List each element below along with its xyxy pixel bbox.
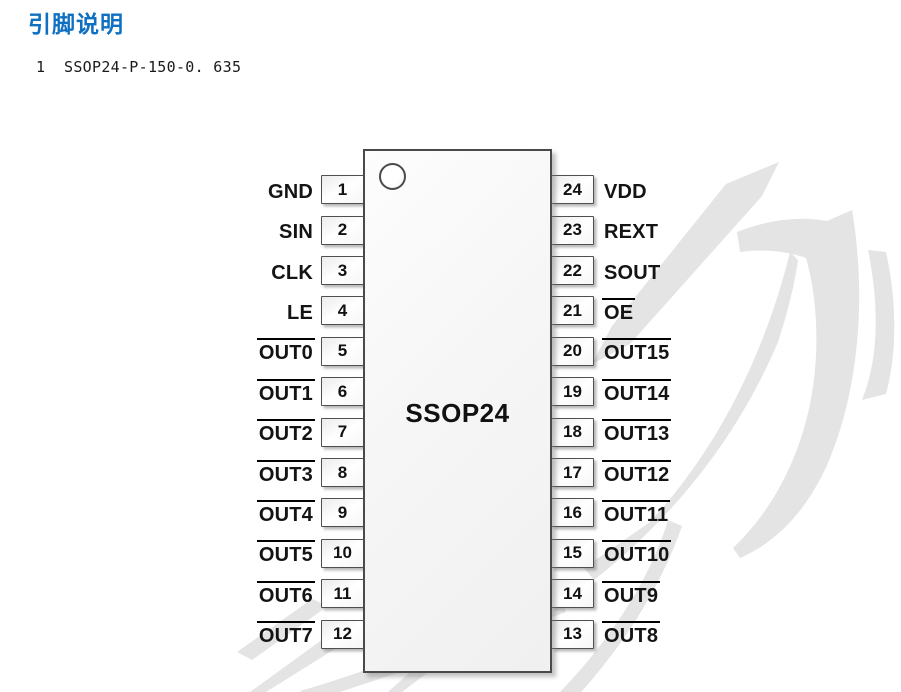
pin-name-label: OE xyxy=(602,297,636,324)
pin-row: OUT3 8 xyxy=(0,452,364,492)
pin-number-box: 7 xyxy=(321,417,364,447)
pin-row: OUT7 12 xyxy=(0,614,364,654)
pin-row: LE 4 xyxy=(0,291,364,331)
pin-row: OUT6 11 xyxy=(0,574,364,614)
chip-package-label: SSOP24 xyxy=(405,398,510,428)
pin-number-box: 4 xyxy=(321,296,364,326)
pin-name-label: OUT3 xyxy=(256,459,315,486)
pin-name-label: OUT13 xyxy=(602,419,672,445)
pin-name-label: OUT10 xyxy=(602,540,672,566)
pin-column-right: 24 VDD 23 REXT 22 SOUT 21 OE 20 OUT15 xyxy=(551,170,901,655)
pin-row: OUT2 7 xyxy=(0,412,364,452)
pin-column-left: GND 1 SIN 2 CLK 3 LE 4 OUT0 5 xyxy=(0,170,364,655)
pin-name-label: VDD xyxy=(604,180,647,203)
pin-number-box: 3 xyxy=(321,256,364,286)
pin-number-box: 5 xyxy=(321,336,364,366)
pin-name-label: SIN xyxy=(279,221,313,244)
pin-row: CLK 3 xyxy=(0,250,364,290)
pin-number-box: 21 xyxy=(551,296,594,326)
pin-name-label: CLK xyxy=(271,261,313,284)
pin-name-label: OUT4 xyxy=(256,499,315,526)
pin-row: OUT4 9 xyxy=(0,493,364,533)
pin-row: 24 VDD xyxy=(551,170,901,210)
pin-row: 22 SOUT xyxy=(551,250,901,290)
pin-number-box: 23 xyxy=(551,215,594,245)
pin-number-box: 11 xyxy=(321,579,364,609)
pin-number-box: 20 xyxy=(551,336,594,366)
pin-name-label: OUT8 xyxy=(602,621,661,647)
pin-row: SIN 2 xyxy=(0,210,364,250)
pin-row: 14 OUT9 xyxy=(551,574,901,614)
pin-name-label: OUT12 xyxy=(602,459,672,486)
pin-row: 16 OUT11 xyxy=(551,493,901,533)
pin-number-box: 10 xyxy=(321,538,364,568)
pin-name-label: OUT14 xyxy=(602,378,672,405)
pin-row: OUT1 6 xyxy=(0,372,364,412)
pin-row: OUT5 10 xyxy=(0,533,364,573)
pin-name-label: OUT1 xyxy=(256,378,315,405)
pin-name-label: OUT11 xyxy=(602,499,671,526)
pin-name-label: REXT xyxy=(604,221,659,244)
pin-row: 23 REXT xyxy=(551,210,901,250)
pin-number-box: 12 xyxy=(321,619,364,649)
pin-number-box: 17 xyxy=(551,458,594,488)
pin-row: OUT0 5 xyxy=(0,331,364,371)
pin-number-box: 8 xyxy=(321,458,364,488)
package-spec-text: 1 SSOP24-P-150-0. 635 xyxy=(36,58,242,76)
pin-number-box: 19 xyxy=(551,377,594,407)
pin-name-label: OUT5 xyxy=(256,540,315,566)
page-title: 引脚说明 xyxy=(28,11,124,37)
pin-row: 21 OE xyxy=(551,291,901,331)
pin-name-label: OUT15 xyxy=(602,338,672,364)
pin-number-box: 24 xyxy=(551,175,594,205)
pin-number-box: 9 xyxy=(321,498,364,528)
pin-number-box: 16 xyxy=(551,498,594,528)
pin-name-label: OUT9 xyxy=(602,580,661,607)
pin-number-box: 14 xyxy=(551,579,594,609)
pin-name-label: OUT7 xyxy=(256,621,315,647)
pin-number-box: 2 xyxy=(321,215,364,245)
pin-row: 19 OUT14 xyxy=(551,372,901,412)
pin-name-label: SOUT xyxy=(604,261,661,284)
pin-name-label: LE xyxy=(287,301,313,324)
pin-row: 18 OUT13 xyxy=(551,412,901,452)
pin-number-box: 15 xyxy=(551,538,594,568)
pin-name-label: OUT2 xyxy=(256,419,315,445)
pin-number-box: 1 xyxy=(321,175,364,205)
pin-number-box: 18 xyxy=(551,417,594,447)
pin-number-box: 22 xyxy=(551,256,594,286)
pin-number-box: 13 xyxy=(551,619,594,649)
pin-name-label: GND xyxy=(267,180,313,203)
chip-body xyxy=(363,149,552,673)
pin-row: 13 OUT8 xyxy=(551,614,901,654)
pin-row: 20 OUT15 xyxy=(551,331,901,371)
pin-name-label: OUT0 xyxy=(256,338,315,364)
pin1-indicator-dot xyxy=(379,163,406,190)
pin-name-label: OUT6 xyxy=(256,580,315,607)
pin-number-box: 6 xyxy=(321,377,364,407)
pin-row: 15 OUT10 xyxy=(551,533,901,573)
pin-row: 17 OUT12 xyxy=(551,452,901,492)
pin-row: GND 1 xyxy=(0,170,364,210)
